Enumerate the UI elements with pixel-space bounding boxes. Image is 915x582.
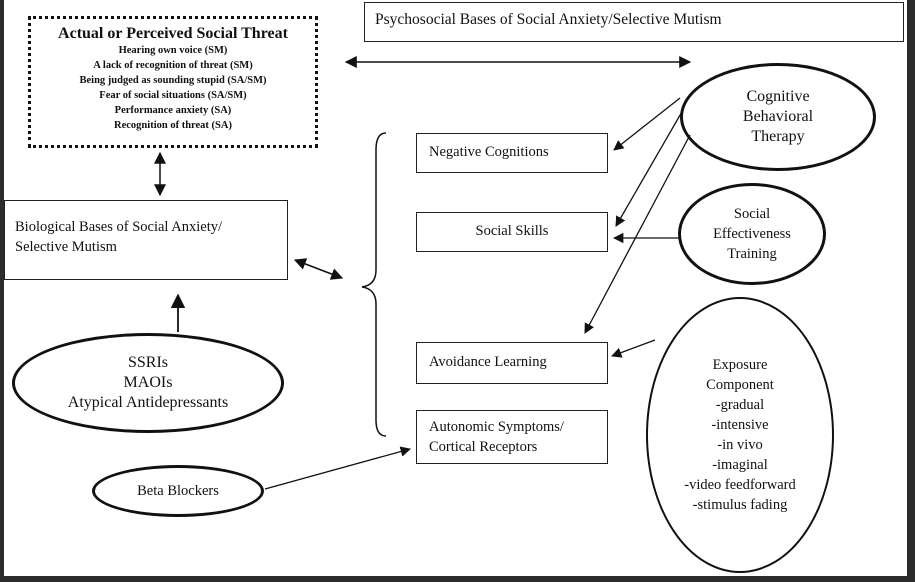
exposure-line: -intensive xyxy=(711,417,769,433)
threat-item: Hearing own voice (SM) xyxy=(118,45,228,56)
threat-item: A lack of recognition of threat (SM) xyxy=(93,60,253,71)
cbt-negcog-arrow xyxy=(613,97,681,151)
avoidance-learning-label: Avoidance Learning xyxy=(429,354,547,370)
cbt-line: Behavioral xyxy=(742,108,814,125)
threat-item: Performance anxiety (SA) xyxy=(114,105,232,116)
biological-bases-box: Biological Bases of Social Anxiety/ Sele… xyxy=(4,200,288,280)
set-line: Training xyxy=(727,246,777,262)
cbt-ellipse: Cognitive Behavioral Therapy xyxy=(680,63,876,171)
exposure-line: Component xyxy=(706,377,774,393)
medication-maois: MAOIs xyxy=(123,374,173,391)
biological-bases-line2: Selective Mutism xyxy=(15,239,117,255)
cbt-socialskills-arrow xyxy=(615,109,684,227)
set-line: Social xyxy=(733,206,771,222)
cbt-avoidance-arrow xyxy=(584,134,691,334)
exposure-ellipse: Exposure Component -gradual -intensive -… xyxy=(646,297,834,573)
biological-bases-line1: Biological Bases of Social Anxiety/ xyxy=(15,219,223,235)
medications-ellipse: SSRIs MAOIs Atypical Antidepressants xyxy=(12,333,284,433)
beta-blockers-label: Beta Blockers xyxy=(137,483,219,499)
threat-item: Being judged as sounding stupid (SA/SM) xyxy=(79,75,267,86)
threat-item: Fear of social situations (SA/SM) xyxy=(99,90,247,101)
exposure-line: -gradual xyxy=(715,397,765,413)
exposure-avoidance-arrow xyxy=(611,339,656,358)
exposure-line: -in vivo xyxy=(717,437,763,453)
threat-item: Recognition of threat (SA) xyxy=(114,120,232,131)
social-threat-title: Actual or Perceived Social Threat xyxy=(58,25,288,42)
exposure-line: Exposure xyxy=(712,357,768,373)
biological-brace-arrow xyxy=(293,258,344,280)
curly-brace xyxy=(361,132,387,437)
set-ellipse: Social Effectiveness Training xyxy=(678,183,826,285)
social-skills-box: Social Skills xyxy=(416,212,608,252)
set-line: Effectiveness xyxy=(713,226,791,242)
exposure-line: -stimulus fading xyxy=(692,497,788,513)
autonomic-symptoms-box: Autonomic Symptoms/ Cortical Receptors xyxy=(416,410,608,464)
autonomic-line1: Autonomic Symptoms/ xyxy=(429,419,564,435)
medication-ssris: SSRIs xyxy=(127,354,169,371)
psychosocial-bases-label: Psychosocial Bases of Social Anxiety/Sel… xyxy=(375,11,722,28)
cbt-line: Therapy xyxy=(751,128,805,145)
negative-cognitions-box: Negative Cognitions xyxy=(416,133,608,173)
medication-atypical: Atypical Antidepressants xyxy=(67,394,229,411)
exposure-line: -imaginal xyxy=(712,457,768,473)
exposure-line: -video feedforward xyxy=(684,477,796,493)
beta-autonomic-arrow xyxy=(264,446,412,490)
autonomic-line2: Cortical Receptors xyxy=(429,439,538,455)
psychosocial-bases-box: Psychosocial Bases of Social Anxiety/Sel… xyxy=(364,2,904,42)
negative-cognitions-label: Negative Cognitions xyxy=(429,144,549,160)
social-threat-box: Actual or Perceived Social Threat Hearin… xyxy=(28,16,318,148)
avoidance-learning-box: Avoidance Learning xyxy=(416,342,608,384)
beta-blockers-ellipse: Beta Blockers xyxy=(92,465,264,517)
cbt-line: Cognitive xyxy=(746,88,810,105)
social-skills-label: Social Skills xyxy=(475,223,549,239)
